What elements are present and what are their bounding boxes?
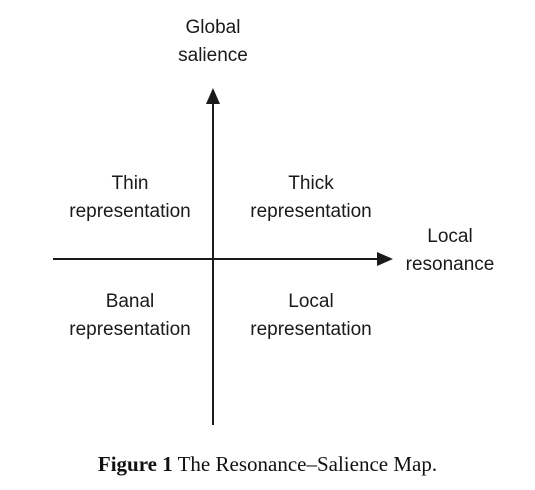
figure-caption: Figure 1 The Resonance–Salience Map. [0,452,535,477]
x-axis-label: Local resonance [395,223,505,279]
quadrant-bottom-right: Local representation [221,288,401,344]
quadrant-bottom-right-line-1: Local [288,291,334,312]
x-axis-label-line-1: Local [427,226,473,247]
caption-label: Figure 1 [97,452,173,476]
quadrant-top-right: Thick representation [221,170,401,226]
y-axis-arrowhead [206,88,220,104]
quadrant-top-right-line-2: representation [250,201,372,222]
y-axis-label-line-2: salience [178,45,248,66]
y-axis-label: Global salience [158,14,268,70]
quadrant-bottom-left: Banal representation [40,288,220,344]
quadrant-bottom-left-line-1: Banal [105,291,155,312]
x-axis-label-line-2: resonance [405,254,495,275]
y-axis-label-line-1: Global [185,17,241,38]
quadrant-top-left-line-2: representation [69,201,191,222]
caption-text: The Resonance–Salience Map. [177,452,438,476]
x-axis-arrowhead [377,252,393,266]
quadrant-bottom-right-line-2: representation [250,319,372,340]
quadrant-top-right-line-1: Thick [288,173,334,194]
quadrant-top-left: Thin representation [40,170,220,226]
quadrant-top-left-line-1: Thin [111,173,149,194]
quadrant-bottom-left-line-2: representation [69,319,191,340]
